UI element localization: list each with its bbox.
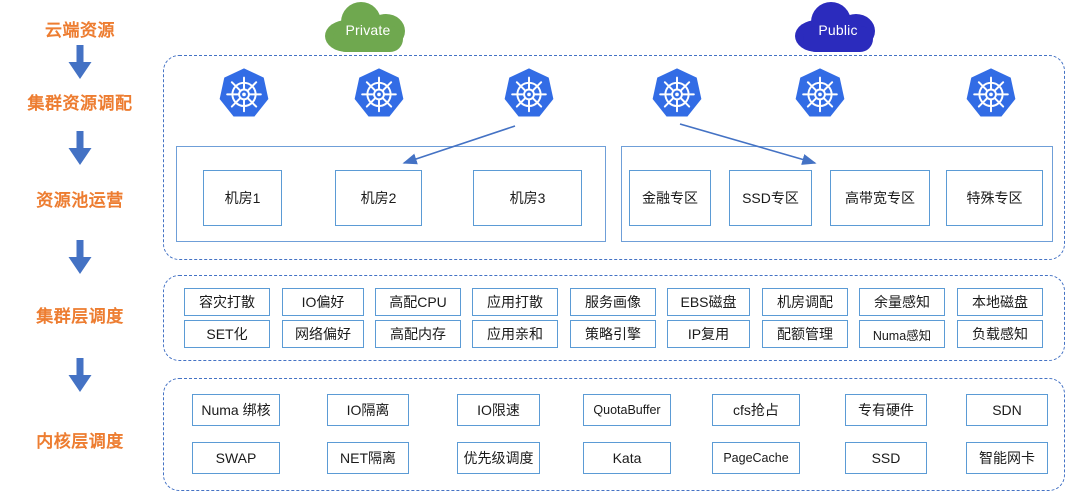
cloud-lobe <box>803 26 873 52</box>
kernel-cell-2-bottom[interactable]: NET隔离 <box>327 442 409 474</box>
stage-rail: 云端资源集群资源调配资源池运营集群层调度内核层调度 <box>0 0 160 502</box>
cluster-cell-7-top[interactable]: 机房调配 <box>762 288 848 316</box>
kernel-layer-section <box>163 378 1065 491</box>
cluster-cell-6-bottom[interactable]: IP复用 <box>667 320 750 348</box>
resource-pool-section <box>163 55 1065 260</box>
kernel-cell-5-top[interactable]: cfs抢占 <box>712 394 800 426</box>
flow-arrow-4-icon <box>66 358 94 394</box>
kernel-cell-4-bottom[interactable]: Kata <box>583 442 671 474</box>
cluster-cell-5-bottom[interactable]: 策略引擎 <box>570 320 656 348</box>
cluster-layer-section <box>163 275 1065 361</box>
flow-arrow-1-icon <box>66 45 94 81</box>
kernel-cell-7-bottom[interactable]: 智能网卡 <box>966 442 1048 474</box>
flow-arrow-2-icon <box>66 131 94 167</box>
zone-cell-private-1[interactable]: 机房1 <box>203 170 282 226</box>
kernel-cell-1-bottom[interactable]: SWAP <box>192 442 280 474</box>
k8s-node-5-kubernetes-icon <box>791 66 849 124</box>
cluster-cell-2-bottom[interactable]: 网络偏好 <box>282 320 364 348</box>
stage-label-2: 集群资源调配 <box>27 94 133 113</box>
cluster-cell-5-top[interactable]: 服务画像 <box>570 288 656 316</box>
cloud-lobe <box>333 26 403 52</box>
cluster-cell-8-bottom[interactable]: Numa感知 <box>859 320 945 348</box>
zone-cell-public-3[interactable]: 高带宽专区 <box>830 170 930 226</box>
cluster-cell-6-top[interactable]: EBS磁盘 <box>667 288 750 316</box>
stage-label-4: 集群层调度 <box>36 307 124 326</box>
kernel-cell-3-bottom[interactable]: 优先级调度 <box>457 442 540 474</box>
zone-cell-public-1[interactable]: 金融专区 <box>629 170 711 226</box>
cluster-cell-2-top[interactable]: IO偏好 <box>282 288 364 316</box>
cluster-cell-4-top[interactable]: 应用打散 <box>472 288 558 316</box>
zone-cell-private-2[interactable]: 机房2 <box>335 170 422 226</box>
k8s-node-1-kubernetes-icon <box>215 66 273 124</box>
cluster-cell-3-top[interactable]: 高配CPU <box>375 288 461 316</box>
kernel-cell-1-top[interactable]: Numa 绑核 <box>192 394 280 426</box>
cluster-cell-8-top[interactable]: 余量感知 <box>859 288 945 316</box>
cluster-cell-1-top[interactable]: 容灾打散 <box>184 288 270 316</box>
cluster-cell-9-top[interactable]: 本地磁盘 <box>957 288 1043 316</box>
kernel-cell-6-top[interactable]: 专有硬件 <box>845 394 927 426</box>
cluster-cell-3-bottom[interactable]: 高配内存 <box>375 320 461 348</box>
zone-cell-public-4[interactable]: 特殊专区 <box>946 170 1043 226</box>
cluster-cell-1-bottom[interactable]: SET化 <box>184 320 270 348</box>
k8s-node-4-kubernetes-icon <box>648 66 706 124</box>
private-cloud: Private <box>325 0 411 52</box>
public-cloud: Public <box>795 0 881 52</box>
kernel-cell-7-top[interactable]: SDN <box>966 394 1048 426</box>
cluster-cell-9-bottom[interactable]: 负载感知 <box>957 320 1043 348</box>
stage-label-1: 云端资源 <box>45 21 115 40</box>
kernel-cell-2-top[interactable]: IO隔离 <box>327 394 409 426</box>
kernel-cell-5-bottom[interactable]: PageCache <box>712 442 800 474</box>
zone-cell-public-2[interactable]: SSD专区 <box>729 170 812 226</box>
kernel-cell-3-top[interactable]: IO限速 <box>457 394 540 426</box>
stage-label-5: 内核层调度 <box>36 432 124 451</box>
k8s-node-6-kubernetes-icon <box>962 66 1020 124</box>
zone-cell-private-3[interactable]: 机房3 <box>473 170 582 226</box>
kernel-cell-6-bottom[interactable]: SSD <box>845 442 927 474</box>
flow-arrow-3-icon <box>66 240 94 276</box>
private-cloud-label: Private <box>345 22 391 38</box>
cluster-cell-7-bottom[interactable]: 配额管理 <box>762 320 848 348</box>
stage-label-3: 资源池运营 <box>36 191 124 210</box>
k8s-node-2-kubernetes-icon <box>350 66 408 124</box>
public-cloud-label: Public <box>818 22 858 38</box>
k8s-node-3-kubernetes-icon <box>500 66 558 124</box>
kernel-cell-4-top[interactable]: QuotaBuffer <box>583 394 671 426</box>
cluster-cell-4-bottom[interactable]: 应用亲和 <box>472 320 558 348</box>
